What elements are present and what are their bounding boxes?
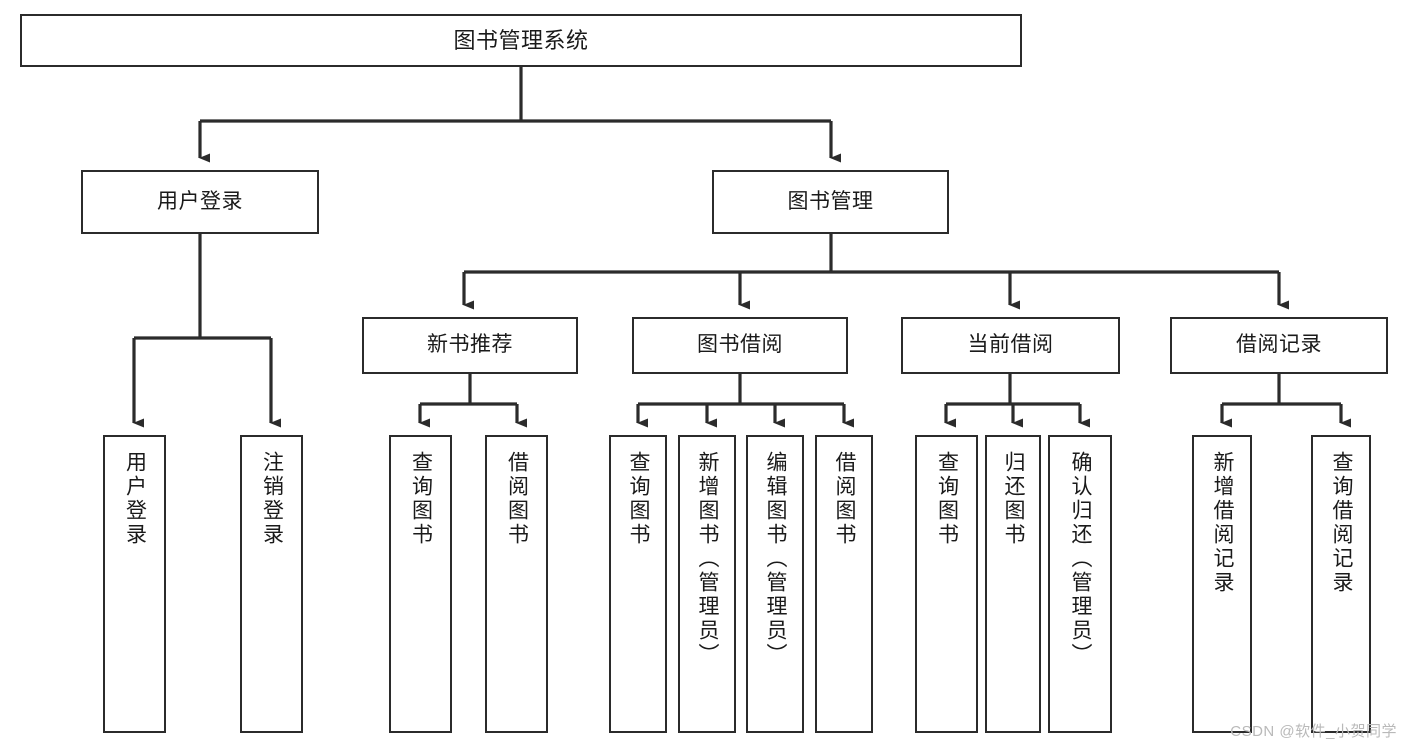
node-leaf-confirm-return[interactable]: 确认归还（管理员）	[1048, 435, 1112, 733]
node-root-label: 图书管理系统	[453, 27, 589, 53]
node-leaf-add-record[interactable]: 新增借阅记录	[1192, 435, 1252, 733]
node-leaf-user-logout-label: 注销登录	[260, 451, 284, 547]
node-current-borrow[interactable]: 当前借阅	[901, 317, 1120, 374]
node-new-book-recommend-label: 新书推荐	[427, 333, 513, 357]
node-leaf-edit-book[interactable]: 编辑图书（管理员）	[746, 435, 804, 733]
node-user-login-label: 用户登录	[157, 189, 243, 213]
node-leaf-query-book-borrow-label: 查询图书	[627, 451, 651, 547]
node-borrow-record-label: 借阅记录	[1236, 333, 1322, 357]
csdn-watermark: CSDN @软件_小贺同学	[1230, 723, 1397, 740]
node-root[interactable]: 图书管理系统	[20, 14, 1022, 67]
node-leaf-add-book-label: 新增图书（管理员）	[696, 451, 720, 667]
node-leaf-edit-book-label: 编辑图书（管理员）	[764, 451, 788, 667]
node-borrow-record[interactable]: 借阅记录	[1170, 317, 1388, 374]
node-book-manage[interactable]: 图书管理	[712, 170, 949, 234]
node-book-borrow[interactable]: 图书借阅	[632, 317, 848, 374]
node-leaf-borrow-book-recommend-label: 借阅图书	[505, 451, 529, 547]
node-leaf-borrow-book-label: 借阅图书	[833, 451, 857, 547]
node-book-manage-label: 图书管理	[787, 189, 874, 213]
node-book-borrow-label: 图书借阅	[697, 333, 783, 357]
node-leaf-add-record-label: 新增借阅记录	[1211, 451, 1235, 595]
node-leaf-user-login-label: 用户登录	[123, 451, 147, 547]
node-leaf-query-book-current[interactable]: 查询图书	[915, 435, 978, 733]
node-leaf-borrow-book[interactable]: 借阅图书	[815, 435, 873, 733]
node-leaf-add-book[interactable]: 新增图书（管理员）	[678, 435, 736, 733]
node-leaf-query-record-label: 查询借阅记录	[1330, 451, 1354, 595]
node-leaf-return-book-label: 归还图书	[1002, 451, 1026, 547]
node-new-book-recommend[interactable]: 新书推荐	[362, 317, 578, 374]
node-leaf-borrow-book-recommend[interactable]: 借阅图书	[485, 435, 548, 733]
node-current-borrow-label: 当前借阅	[967, 333, 1054, 357]
node-leaf-query-book-borrow[interactable]: 查询图书	[609, 435, 667, 733]
node-user-login[interactable]: 用户登录	[81, 170, 319, 234]
node-leaf-query-record[interactable]: 查询借阅记录	[1311, 435, 1371, 733]
node-leaf-query-book-recommend-label: 查询图书	[409, 451, 433, 547]
node-leaf-query-book-current-label: 查询图书	[935, 451, 959, 547]
node-leaf-confirm-return-label: 确认归还（管理员）	[1069, 451, 1093, 667]
node-leaf-user-login[interactable]: 用户登录	[103, 435, 166, 733]
node-leaf-user-logout[interactable]: 注销登录	[240, 435, 303, 733]
node-leaf-return-book[interactable]: 归还图书	[985, 435, 1041, 733]
node-leaf-query-book-recommend[interactable]: 查询图书	[389, 435, 452, 733]
